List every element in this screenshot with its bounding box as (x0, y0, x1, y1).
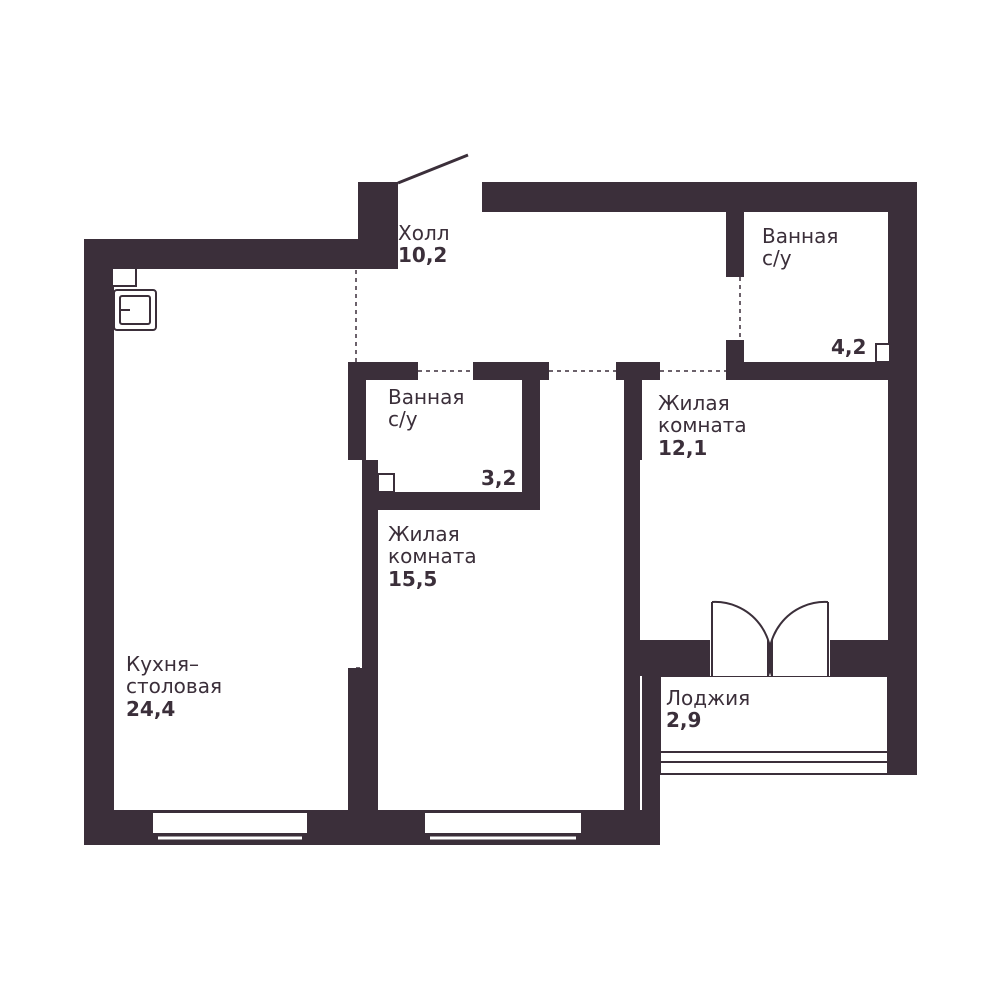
room-living-center: Жилая комната 15,5 (388, 523, 477, 590)
room-living-center-area: 15,5 (388, 566, 438, 591)
room-bath-mid: Ванная с/у (388, 386, 464, 431)
room-bath-mid-name: Ванная с/у (388, 385, 465, 432)
room-loggia-area: 2,9 (666, 708, 702, 733)
room-living-right: Жилая комната 12,1 (658, 392, 747, 459)
room-living-right-area: 12,1 (658, 435, 708, 460)
room-bath-top-name: Ванная с/у (762, 224, 839, 271)
room-loggia-name: Лоджия (666, 686, 751, 710)
kitchen-window (151, 811, 309, 835)
room-loggia: Лоджия 2,9 (666, 687, 750, 732)
room-hall: Холл 10,2 (398, 222, 450, 267)
room-living-center-name: Жилая комната (388, 522, 477, 569)
living-window (423, 811, 583, 835)
sink-icon (113, 289, 157, 331)
room-bath-top-area: 4,2 (831, 335, 867, 359)
room-hall-name: Холл (398, 221, 450, 245)
windows (151, 675, 889, 840)
vent-shafts (111, 267, 891, 493)
room-kitchen: Кухня– столовая 24,4 (126, 653, 222, 720)
walls (84, 182, 917, 845)
room-kitchen-name: Кухня– столовая (126, 652, 222, 699)
zone-dividers (355, 270, 741, 669)
room-bath-top: Ванная с/у (762, 225, 838, 270)
room-bath-mid-area: 3,2 (481, 466, 517, 490)
balcony-doors (710, 600, 830, 677)
room-kitchen-area: 24,4 (126, 696, 176, 721)
room-bath-mid-area-box: 3,2 (481, 467, 516, 489)
room-hall-area: 10,2 (398, 243, 448, 268)
room-living-right-name: Жилая комната (658, 391, 747, 438)
room-bath-top-area-box: 4,2 (831, 336, 866, 358)
entry-door (397, 153, 469, 185)
